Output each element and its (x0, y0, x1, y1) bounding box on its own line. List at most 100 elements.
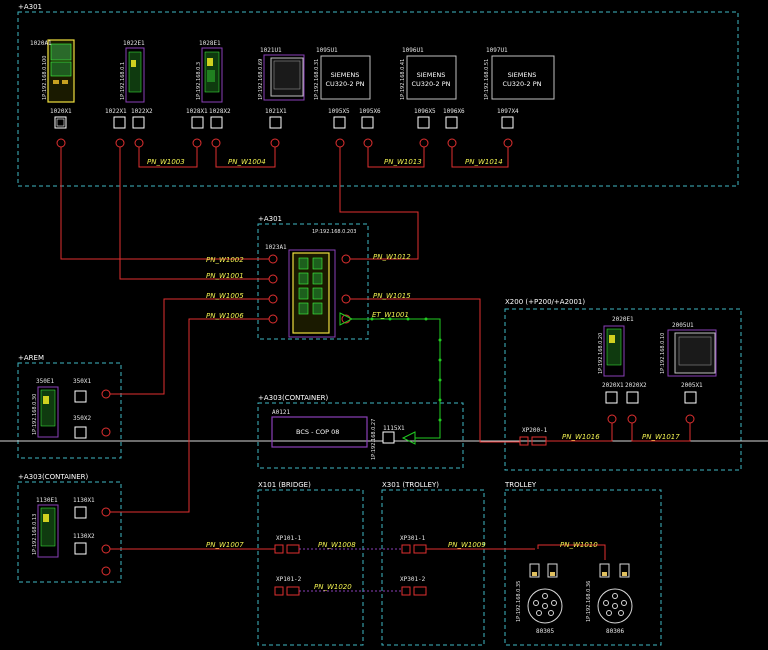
top-cables: PN_W1003 PN_W1004 PN_W1013 PN_W1014 (138, 147, 509, 168)
trolley-devices: PN_W1010 80305 80306 1P:192.168.0.35 1P:… (516, 541, 633, 635)
device-1130e1: 1130E1 1P:192.168.0.13 1130X1 1130X2 (32, 497, 111, 576)
label-devices-a0121: A0121 (272, 409, 290, 416)
label-cables-w1020: PN_W1020 (314, 583, 352, 591)
label-devices-d1023a1: 1023A1 (265, 244, 287, 251)
label-ips-ipt2: 1P:192.168.0.36 (586, 581, 592, 622)
label-ports-xp101_1: XP101-1 (276, 535, 302, 542)
ethernet-cable: ET_W1001 (339, 311, 442, 445)
ip-1022: 1P:192.168.0.1 (120, 62, 126, 100)
label-devices-d2005u1: 2005U1 (672, 322, 694, 329)
label-devices-siemens2: SIEMENS (417, 71, 446, 79)
device-1096u1: 1096U1 SIEMENS CU320-2 PN 1P:192.168.0.4… (400, 47, 457, 100)
label-ips-ip350: 1P:192.168.0.30 (32, 394, 38, 435)
label-ports-p350x1: 350X1 (73, 378, 91, 385)
device-1023a1: 1023A1 1P:192.168.0.203 (265, 229, 356, 338)
group-label-arem: +AREM (18, 354, 44, 362)
label-ports-p1021x1: 1021X1 (265, 108, 287, 115)
x200-ports: 2020X1 2020X2 2005X1 XP200-1 PN_W1016 PN… (519, 382, 703, 446)
label-ports-p1020x1: 1020X1 (50, 108, 72, 115)
label-ports-p2020x1: 2020X1 (602, 382, 624, 389)
group-label-a303-mid: +A303(CONTAINER) (258, 394, 328, 402)
label-ips-ip1097: 1P:192.168.0.51 (484, 59, 490, 100)
label-ports-xp101_2: XP101-2 (276, 576, 302, 583)
label-ports-xp301_2: XP301-2 (400, 576, 426, 583)
trunk-cables: PN_W1002 PN_W1001 PN_W1005 PN_W1006 PN_W… (60, 147, 520, 513)
label-ports-p1028x2: 1028X2 (209, 108, 231, 115)
label-ports-p1097x4: 1097X4 (497, 108, 519, 115)
label-devices-siemens3: SIEMENS (508, 71, 537, 79)
label-cables-w1003: PN_W1003 (147, 158, 185, 166)
ip-1021: 1P:192.168.0.69 (258, 59, 264, 100)
label-1020a1: 1020A1 (30, 40, 52, 47)
device-1021u1: 1021U1 1P:192.168.0.69 (258, 47, 305, 101)
device-1097u1: 1097U1 SIEMENS CU320-2 PN 1P:192.168.0.5… (484, 47, 555, 100)
group-label-a301-top: +A301 (18, 3, 42, 11)
frame-a303-container-mid (257, 402, 464, 469)
label-ips-ip1096: 1P:192.168.0.41 (400, 59, 406, 100)
label-ports-p350x2: 350X2 (73, 415, 91, 422)
label-devices-b80305: 80305 (536, 628, 554, 635)
label-ports-xp301_1: XP301-1 (400, 535, 426, 542)
label-1028e1: 1028E1 (199, 40, 221, 47)
label-ips-ip2020: 1P:192.168.0.20 (598, 333, 604, 374)
label-1021u1: 1021U1 (260, 47, 282, 54)
label-devices-cu1: CU320-2 PN (325, 80, 364, 88)
label-ports-p1022x2: 1022X2 (131, 108, 153, 115)
label-devices-siemens1: SIEMENS (331, 71, 360, 79)
label-devices-d2020e1: 2020E1 (612, 316, 634, 323)
label-devices-d1096u1: 1096U1 (402, 47, 424, 54)
frame-x200 (504, 308, 742, 471)
label-ports-p1095x6: 1095X6 (359, 108, 381, 115)
label-devices-d350e1: 350E1 (36, 378, 54, 385)
label-cables-w1010: PN_W1010 (560, 541, 598, 549)
device-1022e1: 1022E1 1P:192.168.0.1 (120, 40, 145, 103)
device-2020e1: 2020E1 1P:192.168.0.20 (598, 316, 634, 377)
label-devices-b80306: 80306 (606, 628, 624, 635)
device-2005u1: 2005U1 1P:192.168.0.10 (660, 322, 717, 377)
label-devices-cu3: CU320-2 PN (502, 80, 541, 88)
label-cables-w1013: PN_W1013 (384, 158, 422, 166)
label-ports-p1130x1: 1130X1 (73, 497, 95, 504)
label-ports-p2005x1: 2005X1 (681, 382, 703, 389)
label-ports-p1028x1: 1028X1 (186, 108, 208, 115)
label-ports-p1022x1: 1022X1 (105, 108, 127, 115)
bridge-trolley-connectors: PN_W1007 XP101-1 PN_W1008 XP301-1 PN_W10… (110, 535, 535, 596)
label-ports-xp200: XP200-1 (522, 427, 548, 434)
group-label-x301: X301 (TROLLEY) (382, 481, 439, 489)
device-1095u1: 1095U1 SIEMENS CU320-2 PN 1P:192.168.0.3… (314, 47, 371, 100)
label-ports-p1096x5: 1096X5 (414, 108, 436, 115)
frame-a303-container-left (17, 481, 122, 583)
label-ports-p1096x6: 1096X6 (443, 108, 465, 115)
mid-terminals (268, 254, 351, 324)
label-cables-w1016: PN_W1016 (562, 433, 600, 441)
ip-1020: 1P:192.168.0.100 (42, 56, 48, 100)
frame-arem (17, 362, 122, 459)
frame-a301-top (17, 11, 739, 187)
device-350e1: 350E1 1P:192.168.0.30 350X1 350X2 (32, 378, 111, 439)
device-1020a1: 1020A1 1P:192.168.0.100 (30, 39, 75, 103)
device-a0121: BCS - COP 08 A0121 1P:192.168.0.27 1115X… (271, 409, 405, 460)
label-cables-w1006: PN_W1006 (206, 312, 244, 320)
label-cables-w1: ET_W1001 (372, 311, 409, 319)
group-label-a303-left: +A303(CONTAINER) (18, 473, 88, 481)
label-cables-w1009: PN_W1009 (448, 541, 486, 549)
label-ports-p1095x5: 1095X5 (328, 108, 350, 115)
device-1028e1: 1028E1 1P:192.168.0.3 (196, 40, 223, 103)
group-label-a301-mid: +A301 (258, 215, 282, 223)
label-ips-ip1023: 1P:192.168.0.203 (312, 229, 356, 235)
group-label-x101: X101 (BRIDGE) (258, 481, 311, 489)
label-ips-ip1095: 1P:192.168.0.31 (314, 59, 320, 100)
label-cables-w1014: PN_W1014 (465, 158, 503, 166)
group-label-trolley: TROLLEY (504, 481, 537, 489)
label-cables-w1004: PN_W1004 (228, 158, 266, 166)
frame-a301-mid (257, 223, 369, 340)
frame-trolley (504, 489, 662, 646)
label-ips-ip2005: 1P:192.168.0.10 (660, 333, 666, 374)
label-ports-p2020x2: 2020X2 (625, 382, 647, 389)
label-cables-w1002: PN_W1002 (206, 256, 244, 264)
label-ips-ip1130: 1P:192.168.0.13 (32, 514, 38, 555)
frame-x101 (257, 489, 364, 646)
label-devices-d1095u1: 1095U1 (316, 47, 338, 54)
